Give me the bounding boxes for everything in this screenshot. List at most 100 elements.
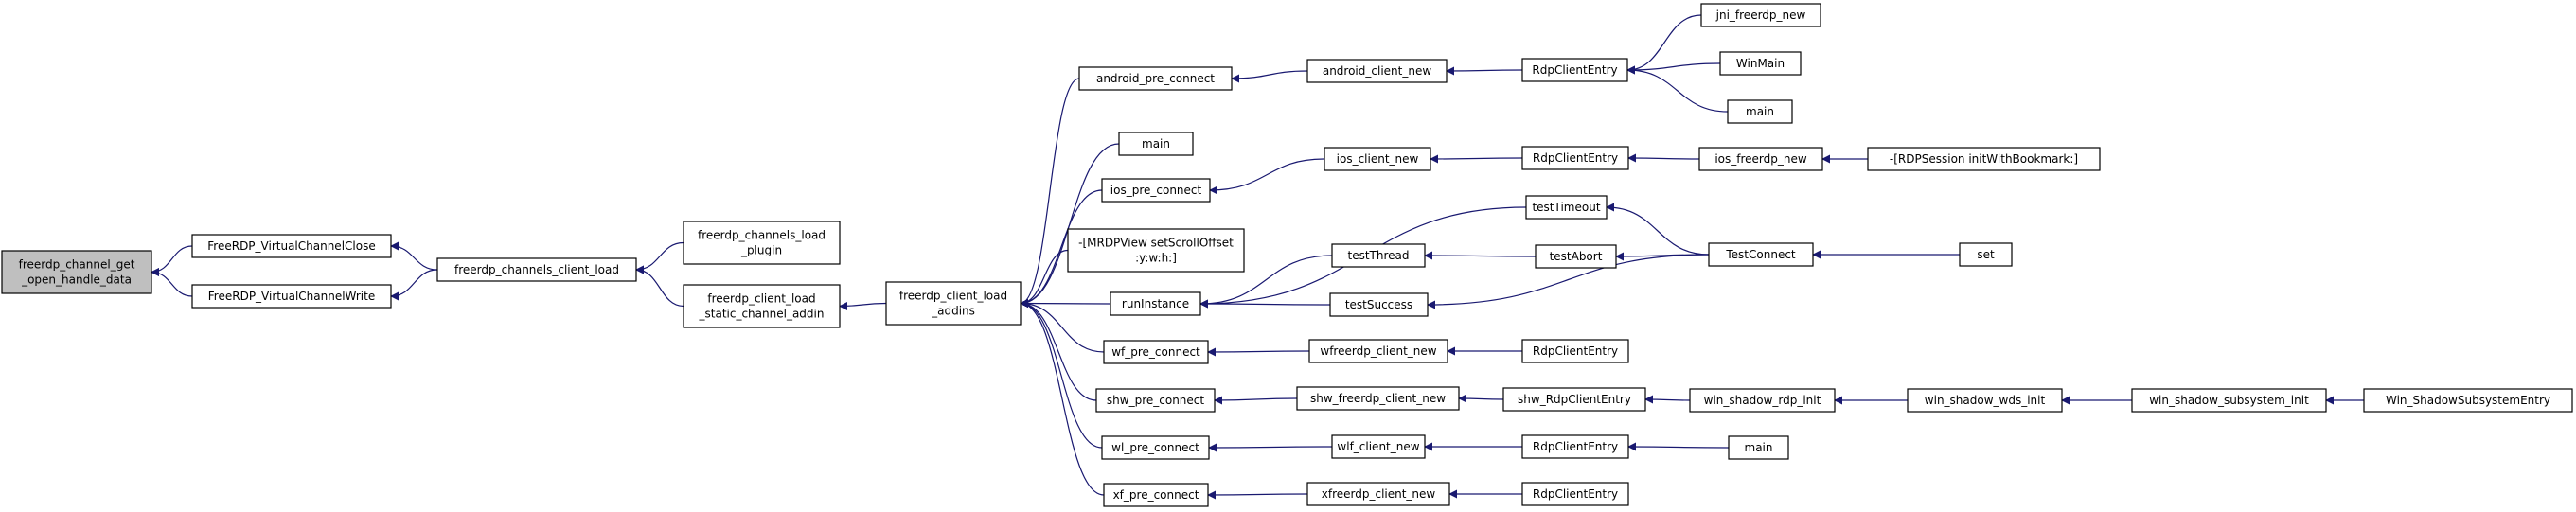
edge-n12-n6: [1020, 299, 1105, 353]
edge-n3-n2: [390, 269, 438, 301]
node-jni-freerdp-new[interactable]: jni_freerdp_new: [1700, 3, 1821, 27]
node-win-shadowsubsystementry[interactable]: Win_ShadowSubsystemEntry: [2363, 388, 2573, 413]
node-xfreerdp-client-new[interactable]: xfreerdp_client_new: [1306, 482, 1450, 506]
node-label: shw_freerdp_client_new: [1310, 392, 1446, 405]
edge-n24-n15: [1207, 490, 1308, 500]
node-freerdp-channel-get-open-handle-data[interactable]: freerdp_channel_get_open_handle_data: [1, 250, 152, 294]
node-rdpcliententry[interactable]: RdpClientEntry: [1521, 146, 1629, 170]
node-testthread[interactable]: testThread: [1331, 243, 1426, 268]
node-rdpcliententry[interactable]: RdpClientEntry: [1521, 434, 1629, 459]
node-rdpcliententry[interactable]: RdpClientEntry: [1521, 58, 1628, 82]
edge-n11-n6: [1020, 299, 1111, 309]
node-box: [1306, 59, 1448, 83]
node-wfreerdp-client-new[interactable]: wfreerdp_client_new: [1308, 339, 1448, 363]
node-wlf-client-new[interactable]: wlf_client_new: [1331, 434, 1426, 459]
node-android-pre-connect[interactable]: android_pre_connect: [1078, 66, 1233, 91]
node-box: [1118, 132, 1194, 156]
node-label: set: [1977, 248, 1995, 261]
edge-n20-n11: [1199, 299, 1331, 309]
node-testconnect[interactable]: TestConnect: [1708, 242, 1814, 267]
node-box: [1103, 483, 1209, 507]
edge-n36-n18: [1606, 203, 1710, 256]
node-box: [1502, 387, 1646, 412]
node-box: [1521, 434, 1629, 459]
node-win-shadow-subsystem-init[interactable]: win_shadow_subsystem_init: [2131, 388, 2327, 413]
edge-n33-n25: [1626, 62, 1721, 75]
node-main[interactable]: main: [1727, 99, 1793, 124]
node-freerdp-virtualchannelwrite[interactable]: FreeRDP_VirtualChannelWrite: [191, 284, 392, 309]
node-ios-client-new[interactable]: ios_client_new: [1324, 147, 1431, 171]
node-label: :y:w:h:]: [1135, 252, 1177, 265]
node-label: win_shadow_rdp_init: [1704, 394, 1821, 407]
node-testtimeout[interactable]: testTimeout: [1525, 195, 1608, 220]
node-box: [1708, 242, 1814, 267]
node-rdpcliententry[interactable]: RdpClientEntry: [1521, 339, 1629, 363]
node-freerdp-channels-client-load[interactable]: freerdp_channels_client_load: [436, 257, 637, 282]
node-label: _addins: [931, 305, 975, 318]
node-label: freerdp_channel_get: [19, 258, 135, 272]
node-testabort[interactable]: testAbort: [1535, 244, 1617, 269]
node-box: [1, 250, 152, 294]
edge-n17-n9: [1209, 158, 1325, 195]
edge-n1-n0: [151, 245, 193, 276]
node-label: RdpClientEntry: [1533, 344, 1618, 358]
node-mrdpview-setscrolloffset-y-w-h[interactable]: -[MRDPView setScrollOffset:y:w:h:]: [1067, 228, 1245, 273]
node-box: [1525, 195, 1608, 220]
edge-n7-n6: [1020, 78, 1080, 308]
node-box: [683, 284, 841, 328]
node-shw-freerdp-client-new[interactable]: shw_freerdp_client_new: [1296, 386, 1460, 411]
node-label: WinMain: [1736, 57, 1785, 70]
node-shw-pre-connect[interactable]: shw_pre_connect: [1095, 388, 1216, 413]
node-label: RdpClientEntry: [1533, 151, 1618, 165]
edge-n16-n7: [1231, 70, 1308, 83]
edge-n13-n6: [1020, 299, 1097, 401]
node-box: [1103, 340, 1209, 364]
node-android-client-new[interactable]: android_client_new: [1306, 59, 1448, 83]
node-testsuccess[interactable]: testSuccess: [1329, 292, 1429, 317]
node-box: [2363, 388, 2573, 413]
node-box: [436, 257, 637, 282]
node-freerdp-client-load-addins[interactable]: freerdp_client_load_addins: [885, 281, 1022, 326]
node-box: [1728, 435, 1789, 460]
node-box: [191, 284, 392, 309]
node-label: ios_client_new: [1337, 152, 1419, 166]
node-set[interactable]: set: [1959, 242, 2013, 267]
node-rdpsession-initwithbookmark[interactable]: -[RDPSession initWithBookmark:]: [1867, 147, 2101, 171]
node-box: [1959, 242, 2013, 267]
node-wf-pre-connect[interactable]: wf_pre_connect: [1103, 340, 1209, 364]
node-label: RdpClientEntry: [1533, 487, 1618, 501]
node-shw-rdpcliententry[interactable]: shw_RdpClientEntry: [1502, 387, 1646, 412]
node-label: testAbort: [1550, 250, 1603, 263]
node-label: wl_pre_connect: [1111, 441, 1199, 454]
node-label: wf_pre_connect: [1111, 345, 1200, 359]
node-label: freerdp_channels_client_load: [454, 263, 619, 276]
node-main[interactable]: main: [1728, 435, 1789, 460]
node-win-shadow-wds-init[interactable]: win_shadow_wds_init: [1907, 388, 2063, 413]
node-ios-freerdp-new[interactable]: ios_freerdp_new: [1698, 147, 1823, 171]
node-box: [1101, 435, 1210, 460]
node-wl-pre-connect[interactable]: wl_pre_connect: [1101, 435, 1210, 460]
node-winmain[interactable]: WinMain: [1719, 51, 1802, 76]
node-box: [1095, 388, 1216, 413]
node-runinstance[interactable]: runInstance: [1110, 291, 1201, 316]
node-label: freerdp_channels_load: [698, 229, 826, 242]
node-label: RdpClientEntry: [1532, 63, 1617, 77]
edge-n25-n16: [1446, 66, 1523, 76]
node-box: [1521, 482, 1629, 506]
node-label: win_shadow_subsystem_init: [2149, 394, 2309, 407]
node-main[interactable]: main: [1118, 132, 1194, 156]
node-label: Win_ShadowSubsystemEntry: [2386, 394, 2550, 407]
node-box: [1329, 292, 1429, 317]
node-label: android_pre_connect: [1096, 72, 1215, 85]
node-win-shadow-rdp-init[interactable]: win_shadow_rdp_init: [1689, 388, 1836, 413]
node-ios-pre-connect[interactable]: ios_pre_connect: [1101, 178, 1211, 203]
node-label: FreeRDP_VirtualChannelWrite: [208, 290, 375, 303]
node-freerdp-channels-load-plugin[interactable]: freerdp_channels_load_plugin: [683, 221, 841, 265]
node-freerdp-client-load-static-channel-addin[interactable]: freerdp_client_load_static_channel_addin: [683, 284, 841, 328]
node-label: main: [1142, 137, 1170, 150]
node-rdpcliententry[interactable]: RdpClientEntry: [1521, 482, 1629, 506]
node-xf-pre-connect[interactable]: xf_pre_connect: [1103, 483, 1209, 507]
edge-n5-n3: [635, 265, 684, 308]
node-freerdp-virtualchannelclose[interactable]: FreeRDP_VirtualChannelClose: [191, 234, 392, 258]
